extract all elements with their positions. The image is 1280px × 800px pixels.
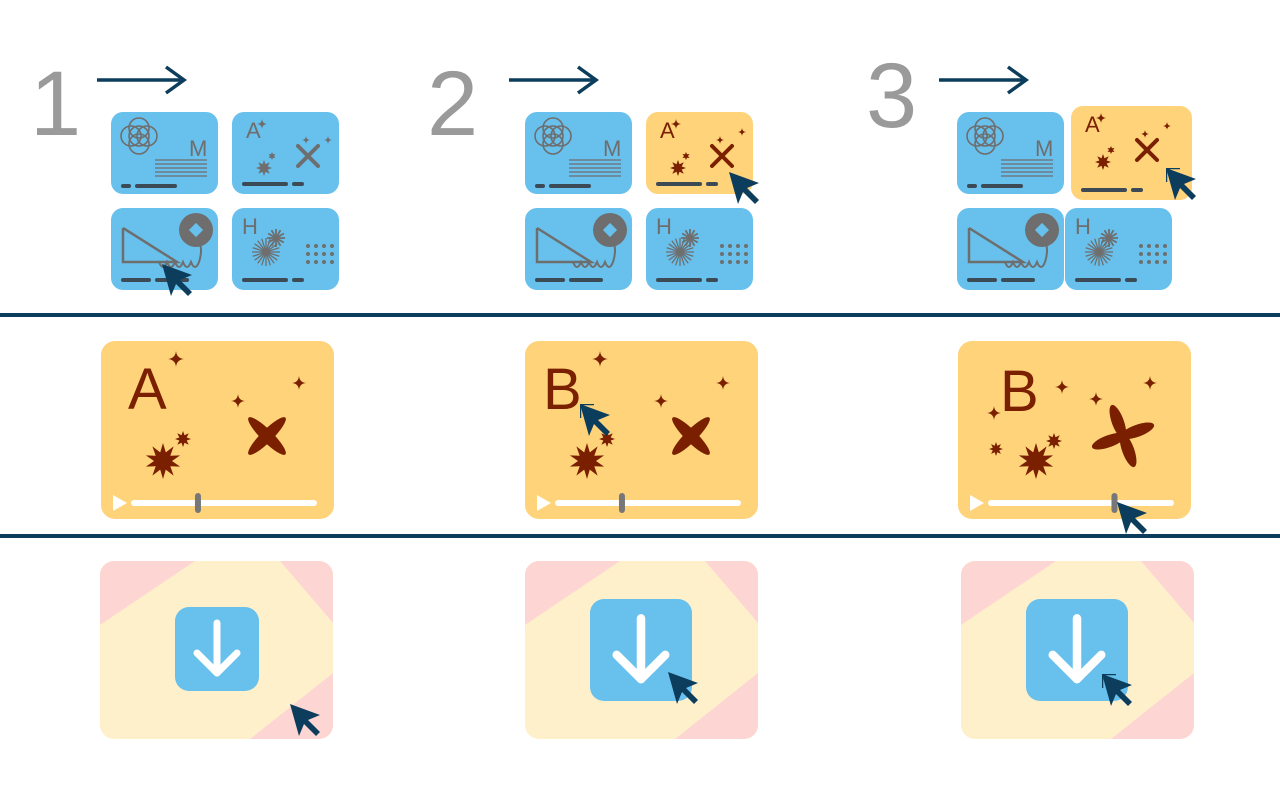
row-divider-top bbox=[0, 313, 1280, 317]
burst-grid-icon bbox=[1075, 229, 1167, 282]
thumbnail-tile-1[interactable]: M bbox=[957, 112, 1064, 194]
step-number: 3 bbox=[866, 45, 918, 147]
thumbnail-tile-2[interactable]: A bbox=[232, 112, 339, 194]
play-icon[interactable] bbox=[113, 495, 127, 511]
panel-letter: B bbox=[543, 357, 582, 422]
card-corners bbox=[961, 561, 1194, 739]
tile-letter: A bbox=[1085, 112, 1100, 137]
triangle-wave-icon bbox=[121, 213, 213, 282]
thumbnail-tile-3[interactable] bbox=[525, 208, 632, 290]
sparkle-animation-icon bbox=[242, 119, 332, 186]
play-icon[interactable] bbox=[537, 495, 551, 511]
thumbnail-tile-1[interactable]: M bbox=[111, 112, 218, 194]
mouse-pointer-icon bbox=[1088, 660, 1146, 718]
thumbnail-tile-1[interactable]: M bbox=[525, 112, 632, 194]
progress-handle[interactable] bbox=[1111, 493, 1118, 513]
right-arrow-icon bbox=[509, 65, 599, 95]
right-arrow-icon bbox=[939, 65, 1029, 95]
mouse-pointer-icon bbox=[729, 172, 773, 216]
download-card-step-2 bbox=[525, 561, 758, 739]
progress-handle[interactable] bbox=[194, 493, 201, 513]
download-arrow-icon bbox=[612, 614, 670, 684]
tile-letter: A bbox=[246, 118, 261, 143]
thumbnail-tile-4[interactable]: H bbox=[1065, 208, 1172, 290]
animation-panel-step-3[interactable]: B bbox=[958, 341, 1191, 519]
download-arrow-icon bbox=[193, 619, 241, 677]
triangle-wave-icon bbox=[535, 213, 627, 282]
download-card-step-3 bbox=[961, 561, 1194, 739]
mouse-pointer-icon bbox=[1152, 154, 1210, 212]
step-number: 1 bbox=[30, 53, 82, 155]
burst-grid-icon bbox=[242, 229, 334, 282]
geometry-pattern-icon bbox=[534, 117, 621, 188]
panel-letter: A bbox=[128, 357, 167, 422]
row-divider-bottom bbox=[0, 534, 1280, 538]
card-corners bbox=[525, 561, 758, 739]
burst-grid-icon bbox=[656, 229, 748, 282]
animation-canvas bbox=[145, 351, 306, 479]
thumbnail-tile-3[interactable] bbox=[957, 208, 1064, 290]
progress-handle[interactable] bbox=[618, 493, 625, 513]
triangle-wave-icon bbox=[967, 213, 1059, 282]
thumbnail-tile-3[interactable] bbox=[111, 208, 218, 290]
progress-track[interactable] bbox=[988, 500, 1174, 506]
play-icon[interactable] bbox=[970, 495, 984, 511]
tile-letter: H bbox=[242, 214, 258, 239]
tile-letter: A bbox=[660, 118, 675, 143]
mouse-pointer-icon bbox=[1117, 502, 1161, 546]
thumbnail-tile-4[interactable]: H bbox=[232, 208, 339, 290]
tile-letter: M bbox=[189, 136, 208, 161]
animation-panel-step-1[interactable]: A bbox=[101, 341, 334, 519]
mouse-pointer-icon bbox=[162, 264, 206, 308]
tile-letter: H bbox=[656, 214, 672, 239]
mouse-pointer-icon bbox=[668, 672, 712, 716]
animation-panel-step-2[interactable]: B bbox=[525, 341, 758, 519]
step-number: 2 bbox=[427, 53, 479, 155]
tile-letter: M bbox=[603, 136, 622, 161]
sparkle-animation-icon bbox=[1081, 113, 1171, 192]
panel-letter: B bbox=[1000, 359, 1039, 424]
mouse-pointer-icon bbox=[290, 704, 334, 748]
right-arrow-icon bbox=[97, 65, 187, 95]
animation-canvas bbox=[987, 376, 1157, 479]
geometry-pattern-icon bbox=[966, 117, 1053, 188]
mouse-pointer-icon bbox=[566, 390, 624, 448]
sparkle-animation-icon bbox=[656, 119, 746, 186]
tile-letter: M bbox=[1035, 136, 1054, 161]
download-arrow-icon bbox=[1048, 614, 1106, 684]
download-button[interactable] bbox=[175, 607, 259, 691]
progress-track[interactable] bbox=[555, 500, 741, 506]
animation-canvas bbox=[569, 351, 730, 479]
thumbnail-tile-4[interactable]: H bbox=[646, 208, 753, 290]
geometry-pattern-icon bbox=[120, 117, 207, 188]
tile-letter: H bbox=[1075, 214, 1091, 239]
progress-track[interactable] bbox=[131, 500, 317, 506]
